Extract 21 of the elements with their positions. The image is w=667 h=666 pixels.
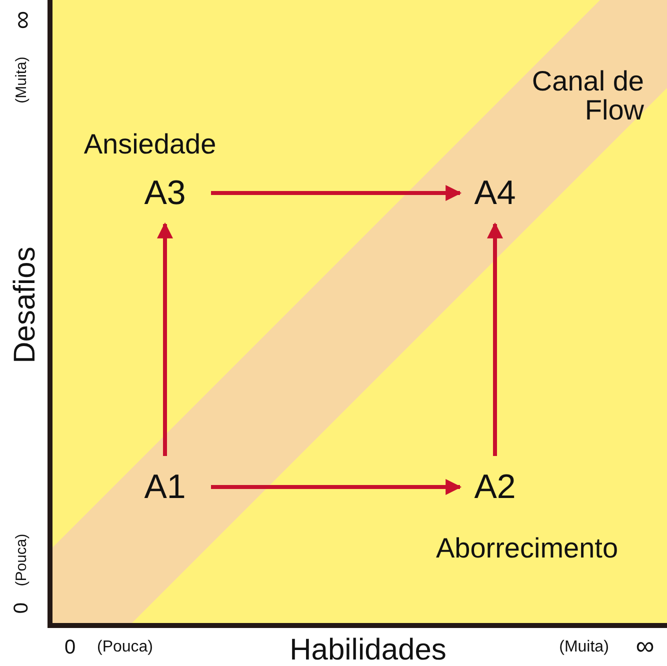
axis-end-mark: ∞ (636, 632, 654, 660)
axis-tick-label: (Pouca) (96, 640, 154, 656)
axis-tick-label: (Muita) (559, 640, 609, 656)
axis-tick-label: 0 (64, 638, 76, 658)
arrow (487, 222, 503, 456)
arrow (211, 479, 462, 495)
region-label: Aborrecimento (436, 533, 618, 563)
state-label: A1 (144, 470, 186, 504)
state-label: A3 (144, 176, 186, 210)
arrow (211, 185, 462, 201)
region-label: Canal de Flow (530, 66, 644, 126)
axis-title: Desafios (9, 246, 41, 364)
state-label: A2 (474, 470, 516, 504)
axis-end-mark: ∞ (8, 10, 36, 30)
axis-tick-label: (Pouca) (14, 534, 30, 586)
arrow (157, 222, 173, 456)
axis-tick-label: (Muita) (14, 56, 30, 104)
region-label: Ansiedade (84, 129, 216, 159)
axis-title: Habilidades (290, 634, 446, 666)
axis-tick-label: 0 (12, 602, 32, 614)
state-label: A4 (474, 176, 516, 210)
